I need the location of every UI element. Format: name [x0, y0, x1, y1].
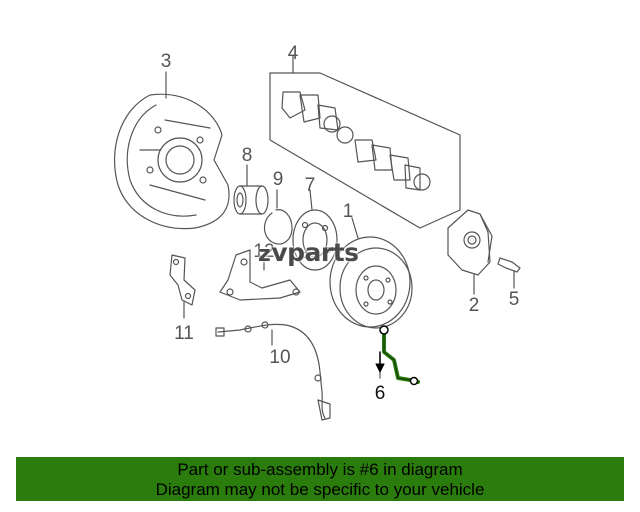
callout-5: 5 [508, 289, 520, 310]
hub-flange-part[interactable] [292, 189, 338, 271]
callout-11: 11 [174, 323, 194, 344]
brake-pad-kit-part[interactable] [269, 54, 461, 229]
bracket-part[interactable] [219, 249, 301, 301]
callout-1: 1 [342, 201, 354, 222]
brake-rotor-part[interactable] [329, 217, 413, 329]
callout-7: 7 [304, 175, 316, 196]
callout-4: 4 [287, 43, 299, 64]
watermark-logo: zvparts [258, 240, 359, 266]
callout-12: 12 [253, 241, 275, 262]
caliper-part[interactable] [447, 209, 493, 295]
bleeder-screw-part[interactable] [497, 257, 521, 289]
callout-2: 2 [468, 295, 480, 316]
banner-line-2: Diagram may not be specific to your vehi… [155, 480, 485, 499]
callout-8: 8 [241, 145, 253, 166]
info-banner: Part or sub-assembly is #6 in diagram Di… [16, 457, 624, 501]
dust-shield-part[interactable] [114, 71, 230, 230]
callout-3: 3 [160, 51, 172, 72]
watermark-symbol: z [258, 242, 271, 267]
abs-sensor-part[interactable] [215, 321, 331, 421]
brake-hose-part[interactable] [375, 325, 420, 386]
callout-6: 6 [374, 383, 386, 404]
banner-line-1: Part or sub-assembly is #6 in diagram [177, 460, 463, 479]
callout-9: 9 [272, 169, 284, 190]
wheel-bearing-part[interactable] [233, 164, 269, 215]
callout-10: 10 [269, 347, 291, 368]
snap-ring-part[interactable] [263, 189, 293, 245]
sensor-bracket-part[interactable] [169, 254, 196, 319]
watermark-text: vparts [271, 238, 359, 267]
